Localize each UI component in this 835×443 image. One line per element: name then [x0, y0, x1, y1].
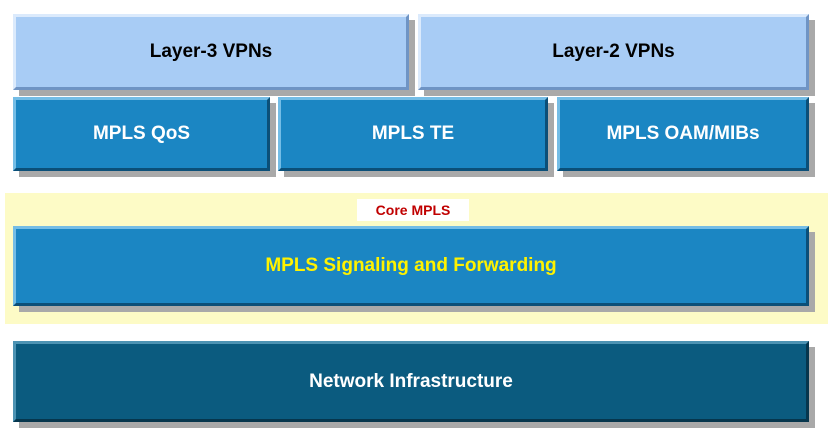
mpls-signaling-forwarding-block: MPLS Signaling and Forwarding — [13, 226, 809, 306]
mpls-qos-block: MPLS QoS — [13, 97, 270, 171]
mpls-qos-label: MPLS QoS — [92, 123, 191, 144]
mpls-signaling-forwarding-label: MPLS Signaling and Forwarding — [265, 255, 557, 276]
mpls-oam-mibs-label: MPLS OAM/MIBs — [606, 123, 760, 144]
layer3-vpns-label: Layer-3 VPNs — [149, 41, 273, 62]
mpls-te-label: MPLS TE — [371, 123, 455, 144]
mpls-te-block: MPLS TE — [278, 97, 548, 171]
layer3-vpns-block: Layer-3 VPNs — [13, 14, 409, 90]
layer2-vpns-block: Layer-2 VPNs — [418, 14, 809, 90]
network-infrastructure-block: Network Infrastructure — [13, 341, 809, 422]
mpls-oam-mibs-block: MPLS OAM/MIBs — [557, 97, 809, 171]
core-mpls-label: Core MPLS — [357, 199, 469, 221]
layer2-vpns-label: Layer-2 VPNs — [552, 41, 675, 62]
network-infrastructure-label: Network Infrastructure — [309, 370, 513, 392]
